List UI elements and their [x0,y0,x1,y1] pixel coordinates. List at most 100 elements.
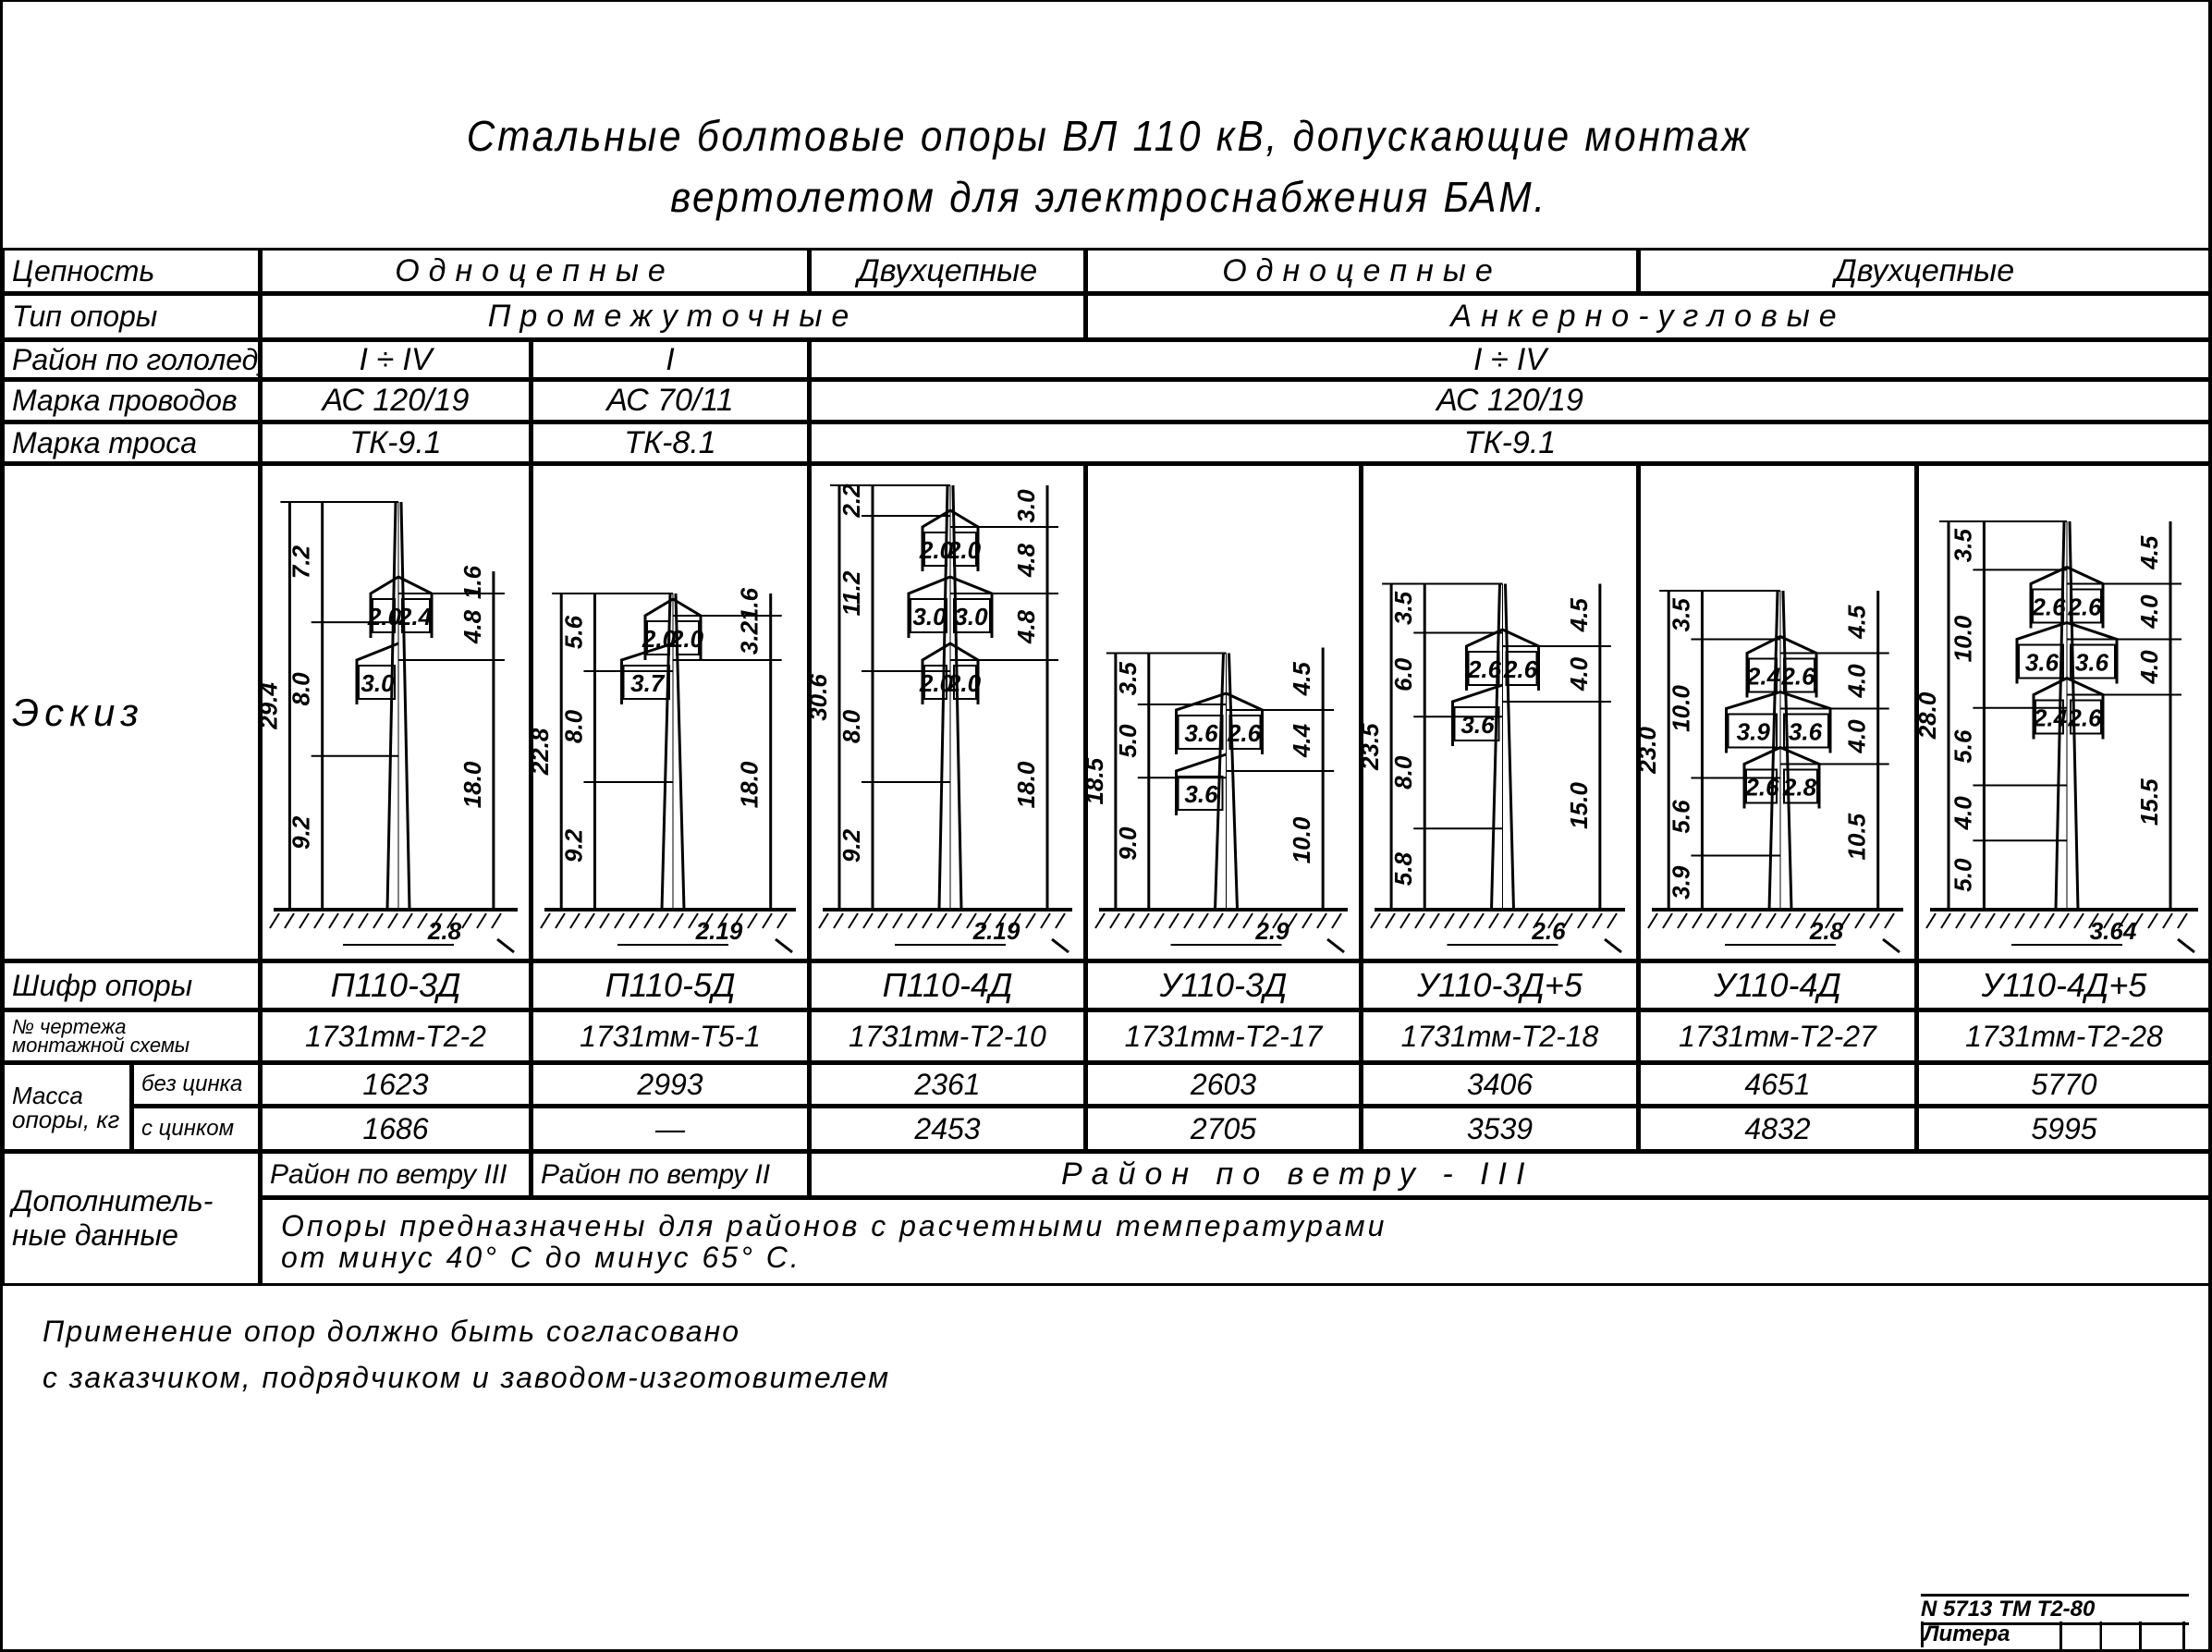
arm-width-label: 3.6 [2025,649,2059,677]
crossarm [672,597,703,660]
circuit-cell: Одноцепные [260,248,810,294]
cross-mark [1604,937,1622,954]
ground-hatch [703,912,714,929]
ground-hatch [1473,912,1485,929]
ground-hatch [643,912,654,929]
arm-box [358,665,396,700]
ground-hatch [1257,912,1268,929]
overall-height-label: 18.5 [1088,757,1108,804]
ground-hatch [981,912,992,929]
arm-box [1748,657,1778,693]
arm-width-label: 2.0 [947,669,982,697]
ground-hatch [1139,912,1150,929]
ground-hatch [417,912,428,929]
ground-hatch [1736,912,1747,929]
ground-hatch [1459,912,1470,929]
ground-hatch [2103,912,2114,929]
left-segment-label: 2.2 [837,483,865,519]
circuit-cell: Одноцепные [1085,248,1639,294]
arm-width-label: 2.0 [669,625,704,653]
right-segment-label: 4.0 [1843,719,1871,754]
tower-code-cell: П110-4Д [809,961,1086,1010]
drawing-number-cell: 1731тм-Т2-27 [1638,1010,1917,1063]
arm-width-label: 2.6 [1744,774,1779,802]
crossarm [949,575,994,638]
ground-hatch [1955,912,1966,929]
ground-hatch [2088,912,2099,929]
ground-hatch [1429,912,1440,929]
wire-brand-cell: АС 120/19 [260,379,532,422]
ground-hatch [1721,912,1732,929]
left-segment-label: 10.0 [1949,615,1976,662]
arm-width-label: 3.6 [1460,711,1495,739]
bottom-note-line-2: с заказчиком, подрядчиком и заводом-изго… [43,1361,891,1394]
right-segment-label: 15.5 [2135,778,2163,826]
crossarm [2066,677,2105,740]
arm-box [1505,651,1538,686]
ground-hatch [491,912,502,929]
tower-leg [385,501,397,911]
mass-without-zinc-cell: 2361 [809,1062,1086,1107]
ground-hatch [1109,912,1120,929]
ground-hatch [658,912,669,929]
ground-hatch [1884,912,1895,929]
ground-hatch [776,912,788,929]
ground-hatch [996,912,1007,929]
crossarm [2032,677,2068,740]
cross-mark [1051,937,1069,954]
left-segment-label: 5.6 [559,615,587,649]
ground-hatch [569,912,580,929]
overall-height-label: 28.0 [1919,691,1941,740]
arm-box [1783,713,1829,749]
tower-code-cell: У110-4Д+5 [1916,961,2208,1010]
drawing-label-line-1: № чертежа [12,1015,127,1038]
tower-sketch: 2.1930.62.211.28.09.23.04.84.818.02.02.0… [812,483,1072,954]
drawing-number-cell: 1731тм-Т5-1 [531,1010,810,1063]
crossarm [907,575,951,638]
extra-label-line-2: ные данные [12,1218,178,1252]
ground-hatch [2029,912,2040,929]
right-segment-label: 4.0 [1565,656,1593,691]
ground-hatch [1810,912,1821,929]
ice-region-cell: I [531,339,810,380]
right-segment-label: 4.5 [2135,535,2163,570]
mass-without-zinc-cell: 3406 [1361,1062,1639,1107]
left-segment-label: 8.0 [837,709,865,743]
left-segment-label: 8.0 [559,709,587,743]
arm-width-label: 3.7 [630,669,666,697]
ground-hatch [907,912,918,929]
crossarm [2066,621,2119,684]
crossarm [2029,566,2068,629]
left-segment-label: 5.6 [1949,729,1976,764]
arm-width-label: 2.0 [947,536,982,564]
ground-hatch [1839,912,1851,929]
ground-hatch [1399,912,1411,929]
ground-hatch [1228,912,1239,929]
mass-with-zinc-cell: 4832 [1638,1106,1917,1152]
ground-hatch [2147,912,2158,929]
base-dimension-label: 2.6 [1531,917,1566,945]
ground-hatch [328,912,339,929]
ground-hatch [833,912,844,929]
overall-height-label: 23.0 [1641,727,1661,775]
left-segment-label: 3.5 [1949,529,1976,563]
arm-box [622,665,670,700]
base-dimension-label: 2.19 [972,917,1020,945]
row-label-cable-brand: Марка троса [3,422,261,464]
arm-box [1783,657,1815,693]
left-segment-label: 9.0 [1114,826,1142,861]
arm-width-label: 2.6 [2031,593,2066,621]
right-segment-label: 4.8 [1012,609,1040,644]
tower-leg [399,501,411,911]
mass-without-zinc-cell: 5770 [1916,1062,2208,1107]
ground-hatch [1183,912,1194,929]
stamp-litera-boxes [2059,1621,2185,1649]
ground-hatch [1547,912,1558,929]
crossarm [397,575,434,638]
ground-hatch [1533,912,1544,929]
ground-hatch [1025,912,1036,929]
ground-hatch [1213,912,1224,929]
tower-code-cell: П110-5Д [531,961,810,1010]
